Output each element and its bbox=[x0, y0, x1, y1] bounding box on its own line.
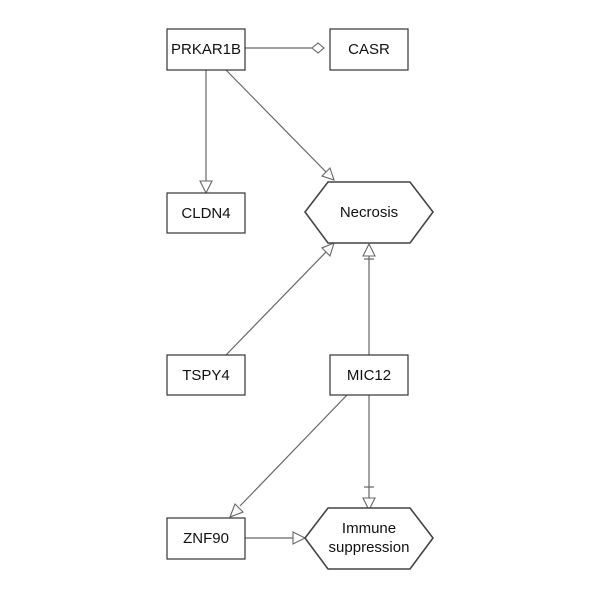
node-label-line2: suppression bbox=[329, 539, 410, 556]
node-label: MIC12 bbox=[347, 367, 391, 384]
node-label: ZNF90 bbox=[183, 530, 229, 547]
node-mic12: MIC12 bbox=[329, 354, 409, 396]
arrow-head bbox=[362, 497, 376, 512]
edge-tspy4-necrosis bbox=[225, 242, 335, 356]
node-label-line1: Immune bbox=[342, 520, 396, 537]
arrow-head bbox=[320, 166, 335, 181]
arrow-head bbox=[199, 180, 213, 195]
node-label: TSPY4 bbox=[182, 367, 230, 384]
edge-prkar1b-necrosis bbox=[225, 69, 335, 181]
arrow-head bbox=[321, 242, 335, 258]
edge-mic12-immune bbox=[362, 395, 376, 512]
edge-znf90-immune bbox=[245, 531, 307, 545]
node-znf90: ZNF90 bbox=[166, 517, 246, 560]
arrow-head bbox=[229, 503, 244, 518]
node-label: CASR bbox=[348, 41, 390, 58]
node-prkar1b: PRKAR1B bbox=[166, 28, 246, 71]
edge-prkar1b-casr bbox=[245, 42, 325, 54]
edge-mic12-necrosis bbox=[362, 242, 376, 355]
node-casr: CASR bbox=[329, 28, 409, 71]
edge-mic12-znf90 bbox=[229, 394, 348, 518]
node-cldn4: CLDN4 bbox=[166, 192, 246, 234]
node-tspy4: TSPY4 bbox=[166, 354, 246, 396]
node-immune-suppression: Immune suppression bbox=[303, 507, 435, 570]
node-label: Necrosis bbox=[340, 204, 398, 221]
node-necrosis: Necrosis bbox=[303, 181, 435, 244]
node-label: PRKAR1B bbox=[171, 41, 241, 58]
arrow-head bbox=[292, 531, 307, 545]
node-label: CLDN4 bbox=[181, 205, 230, 222]
arrow-head bbox=[362, 242, 376, 257]
diamond-head bbox=[311, 42, 325, 54]
edge-prkar1b-cldn4 bbox=[199, 70, 213, 195]
